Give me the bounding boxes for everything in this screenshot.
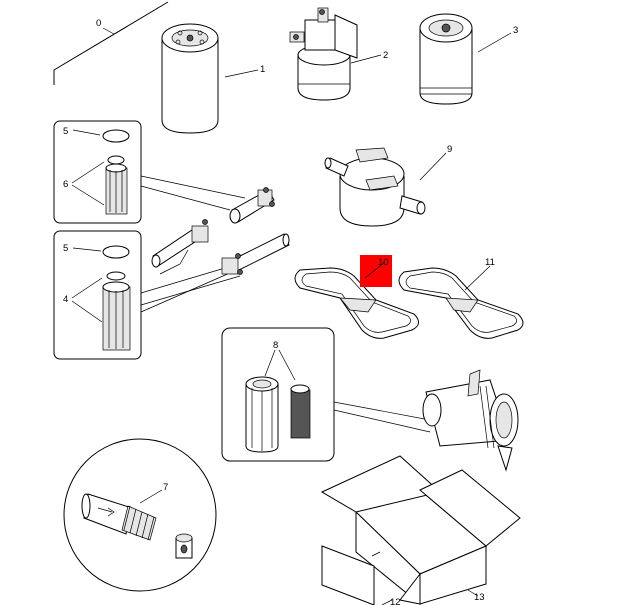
inline-filter-middle-icon[interactable]: [151, 219, 290, 275]
air-cleaner-icon[interactable]: [422, 369, 519, 472]
inset-box-upper: [53, 120, 246, 224]
callout-2[interactable]: 2: [383, 50, 388, 61]
callout-10[interactable]: 10: [378, 257, 389, 268]
breather-9-icon[interactable]: [324, 147, 447, 227]
inset-box-lower: [53, 230, 241, 360]
gasket-10-icon[interactable]: [294, 267, 419, 339]
card-12-icon[interactable]: [321, 545, 393, 605]
callout-8[interactable]: 8: [273, 340, 278, 351]
spin-filter-1-icon[interactable]: [161, 23, 259, 134]
callout-1[interactable]: 1: [260, 64, 265, 75]
callout-13[interactable]: 13: [474, 592, 485, 603]
filter-housing-2-icon[interactable]: [289, 7, 382, 101]
callout-6[interactable]: 6: [63, 179, 68, 190]
callout-3[interactable]: 3: [513, 25, 518, 36]
gasket-11-icon[interactable]: [398, 265, 524, 339]
packaging-box-13-icon[interactable]: [320, 455, 521, 605]
group-0-bracket: [53, 1, 169, 85]
callout-4[interactable]: 4: [63, 294, 68, 305]
callout-5a[interactable]: 5: [63, 126, 68, 137]
highlight-10[interactable]: [360, 255, 392, 287]
callout-0[interactable]: 0: [96, 18, 101, 29]
callout-5b[interactable]: 5: [63, 243, 68, 254]
callout-12[interactable]: 12: [390, 597, 401, 605]
callout-9[interactable]: 9: [447, 144, 452, 155]
element-kit-8-icon[interactable]: [221, 327, 431, 462]
spin-filter-3-icon[interactable]: [419, 13, 512, 105]
strainer-7-icon[interactable]: [63, 438, 217, 592]
callout-7[interactable]: 7: [163, 482, 168, 493]
inline-filter-upper-icon[interactable]: [229, 187, 275, 224]
callout-11[interactable]: 11: [485, 257, 495, 268]
